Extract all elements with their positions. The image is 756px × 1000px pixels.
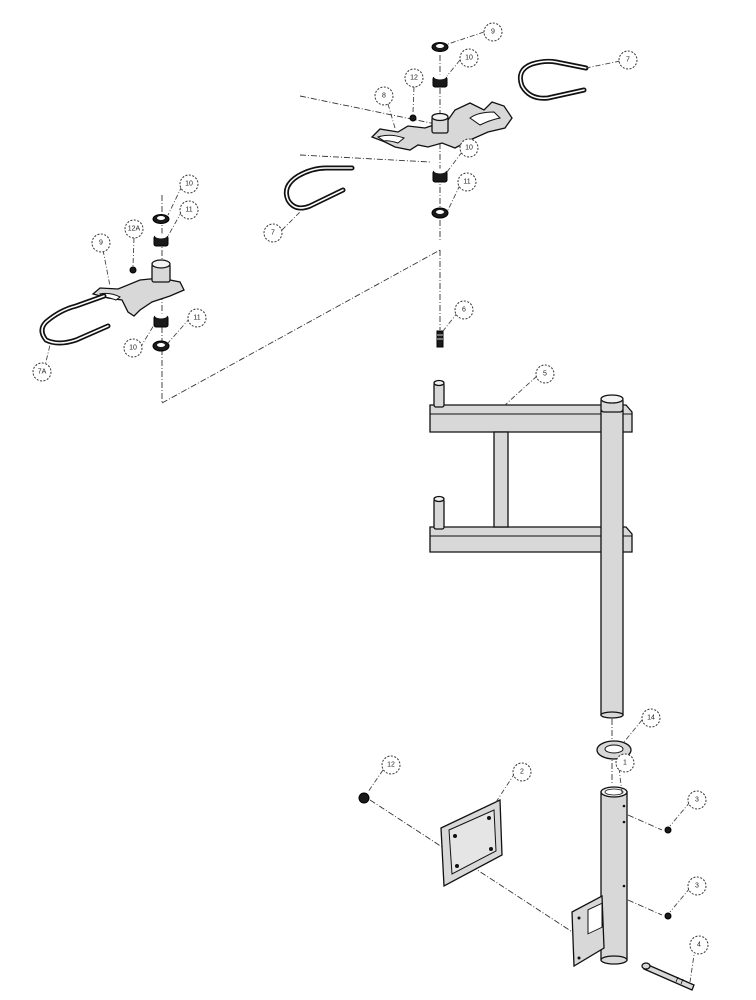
frame-lower-arm (429, 526, 633, 553)
callout-9-left: 9 (91, 233, 111, 253)
frame-lower-stud (433, 498, 445, 530)
callout-label: 8 (382, 93, 386, 100)
nut-3-top (664, 826, 672, 834)
callout-14: 14 (641, 708, 661, 728)
callout-11-left-top: 11 (179, 200, 199, 220)
callout-label: 11 (193, 315, 200, 322)
callout-label: 7 (626, 57, 630, 64)
callout-9-top: 9 (483, 22, 503, 42)
callout-label: 4 (697, 942, 701, 949)
frame-vertical-bar (493, 431, 509, 528)
callout-7-right: 7 (618, 50, 638, 70)
callout-7A: 7A (32, 362, 52, 382)
frame-upper-arm (429, 404, 633, 433)
callout-label: 2 (520, 769, 524, 776)
callout-3-top: 3 (687, 790, 707, 810)
callout-12-bottom: 12 (381, 755, 401, 775)
u-bolt-7A (39, 293, 111, 346)
callout-6: 6 (454, 300, 474, 320)
assembly-lines (161, 55, 663, 951)
callout-label: 12 (387, 762, 395, 769)
callout-10-left: 10 (179, 174, 199, 194)
plate-axis (369, 799, 601, 951)
callout-11-left-bottom: 11 (187, 308, 207, 328)
callout-label: 7 (271, 230, 275, 237)
nut-3-bottom-axis (627, 899, 663, 916)
callout-label: 10 (129, 345, 137, 352)
callout-label: 1 (623, 760, 627, 767)
callout-11-middle: 11 (457, 172, 477, 192)
callout-10-left-bottom: 10 (123, 338, 143, 358)
callout-1: 1 (615, 753, 635, 773)
nut-3-top-axis (627, 814, 663, 831)
u-bolt-left-axis (299, 154, 431, 163)
pin-12A (129, 266, 137, 274)
callout-label: 10 (465, 55, 473, 62)
nut-3-bottom (664, 912, 672, 920)
callout-12: 12 (404, 68, 424, 88)
bolt-6 (436, 330, 444, 348)
u-bolt-7-right (517, 58, 589, 101)
callout-label: 3 (695, 797, 699, 804)
callout-2: 2 (512, 762, 532, 782)
callout-label: 14 (647, 715, 655, 722)
mounting-plate-2 (440, 798, 503, 888)
callout-label: 7A (38, 369, 47, 376)
callout-10-top: 10 (459, 48, 479, 68)
callout-12A: 12A (124, 219, 144, 239)
callout-label: 9 (491, 29, 495, 36)
callout-label: 6 (462, 307, 466, 314)
callout-label: 12 (410, 75, 418, 82)
callout-leaders (43, 31, 696, 983)
frame-upper-stud (433, 382, 445, 408)
callout-label: 9 (99, 240, 103, 247)
callout-label: 3 (695, 883, 699, 890)
pin-12 (409, 114, 417, 122)
callout-5: 5 (535, 364, 555, 384)
callout-8: 8 (374, 86, 394, 106)
callout-label: 11 (463, 179, 470, 186)
callout-4: 4 (689, 935, 709, 955)
callout-10-middle: 10 (459, 138, 479, 158)
callout-label: 10 (185, 181, 193, 188)
upper-saddle-assembly (283, 42, 589, 219)
lower-saddle-assembly (39, 214, 185, 352)
base-post-1 (571, 786, 628, 968)
frame-main-post (600, 409, 624, 716)
callout-label: 11 (185, 207, 192, 214)
mounting-frame-5 (429, 379, 633, 719)
callout-label: 10 (465, 145, 473, 152)
callout-label: 12A (128, 226, 141, 233)
callout-label: 5 (543, 371, 547, 378)
washer-14 (596, 740, 632, 760)
callout-7-left: 7 (263, 223, 283, 243)
connector-left-to-right-stack (161, 249, 441, 404)
pin-12-bottom (358, 792, 370, 804)
callout-3-bottom: 3 (687, 876, 707, 896)
saddle-bracket-9 (91, 277, 185, 317)
bolt-4 (641, 962, 695, 991)
u-bolt-right-axis (299, 95, 456, 129)
